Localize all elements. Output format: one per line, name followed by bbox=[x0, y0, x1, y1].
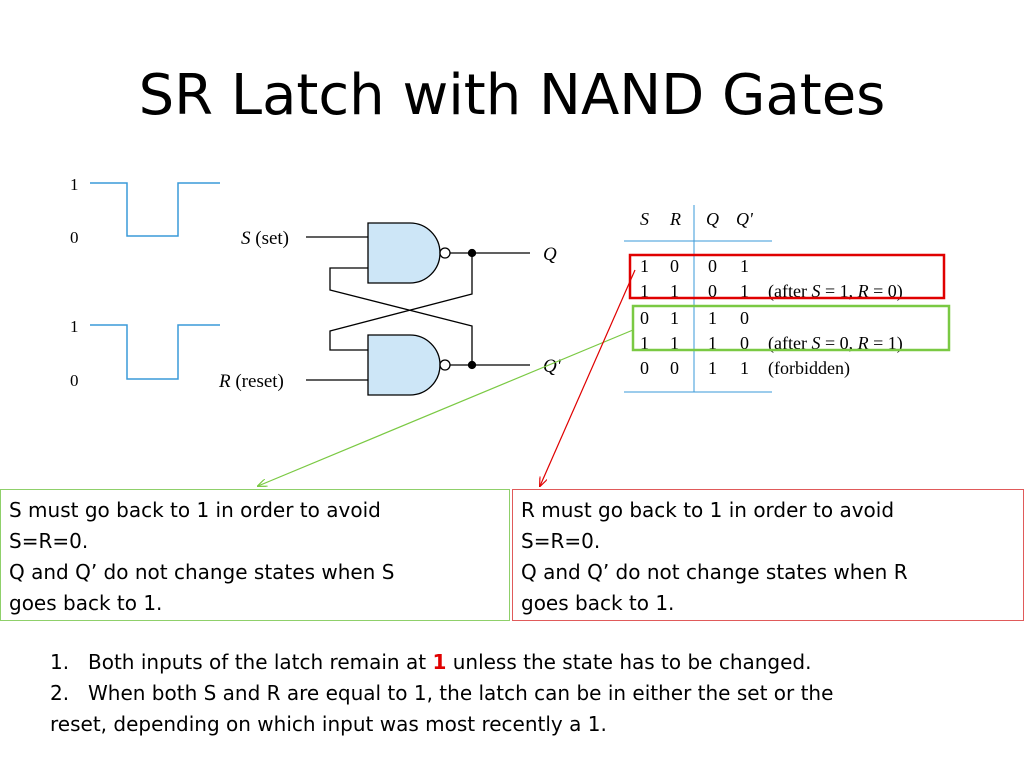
waveform-r-high-label: 1 bbox=[70, 317, 79, 336]
waveform-s: 1 0 bbox=[70, 175, 220, 247]
note-box-s: S must go back to 1 in order to avoid S=… bbox=[0, 489, 510, 621]
waveform-r: 1 0 bbox=[70, 317, 220, 390]
truth-table-header: S R Q Q' bbox=[640, 209, 754, 229]
header-s: S bbox=[640, 209, 649, 229]
waveform-r-line bbox=[90, 324, 220, 380]
note-line: S=R=0. bbox=[521, 529, 601, 553]
sr-latch-circuit: S (set) R (reset) Q Q' bbox=[218, 222, 562, 396]
feedback-q-to-bottom bbox=[329, 253, 473, 351]
nand-gate-top bbox=[367, 222, 441, 284]
cell-q-bar: 0 bbox=[740, 308, 749, 328]
cell-q: 0 bbox=[708, 281, 717, 301]
cell-q-bar: 0 bbox=[740, 333, 749, 353]
table-row: 1 0 0 1 bbox=[640, 256, 749, 276]
cell-q: 1 bbox=[708, 333, 717, 353]
list-item-continuation: reset, depending on which input was most… bbox=[50, 712, 607, 736]
highlight-box-green bbox=[631, 304, 951, 352]
list-item: 1. Both inputs of the latch remain at 1 u… bbox=[50, 647, 1020, 678]
list-emphasis: 1 bbox=[432, 650, 447, 674]
cell-q-bar: 1 bbox=[740, 358, 749, 378]
list-text: unless the state has to be changed. bbox=[446, 650, 812, 674]
list-item: 2. When both S and R are equal to 1, the … bbox=[50, 678, 1020, 709]
note-line: S must go back to 1 in order to avoid bbox=[9, 498, 381, 522]
q-output-label: Q bbox=[543, 244, 557, 265]
cell-q: 1 bbox=[708, 308, 717, 328]
note-line: Q and Q’ do not change states when R bbox=[521, 560, 908, 584]
cell-r: 1 bbox=[670, 308, 679, 328]
cell-s: 0 bbox=[640, 358, 649, 378]
list-number: 2. bbox=[50, 681, 70, 705]
arrow-red bbox=[540, 269, 636, 486]
cell-r: 0 bbox=[670, 256, 679, 276]
table-row: 0 1 1 0 bbox=[640, 308, 749, 328]
header-q-bar: Q' bbox=[736, 209, 754, 229]
note-line: goes back to 1. bbox=[9, 591, 163, 615]
truth-table: S R Q Q' 1 0 0 1 1 1 0 1 (after S = 1, R… bbox=[624, 205, 951, 393]
nand-gate-bottom-bubble bbox=[439, 359, 451, 371]
r-input-label: R (reset) bbox=[218, 371, 284, 392]
note-line: goes back to 1. bbox=[521, 591, 675, 615]
note-box-r: R must go back to 1 in order to avoid S=… bbox=[512, 489, 1024, 621]
waveform-s-high-label: 1 bbox=[70, 175, 79, 194]
s-input-label: S (set) bbox=[241, 228, 289, 249]
cell-s: 1 bbox=[640, 256, 649, 276]
list-text: When both S and R are equal to 1, the la… bbox=[88, 681, 834, 705]
feedback-qbar-to-top bbox=[329, 267, 473, 365]
cell-r: 0 bbox=[670, 358, 679, 378]
cell-q: 1 bbox=[708, 358, 717, 378]
list-number: 1. bbox=[50, 650, 70, 674]
cell-s: 1 bbox=[640, 281, 649, 301]
cell-s: 1 bbox=[640, 333, 649, 353]
cell-q-bar: 1 bbox=[740, 256, 749, 276]
header-r: R bbox=[669, 209, 681, 229]
waveform-s-low-label: 0 bbox=[70, 228, 79, 247]
table-row: 0 0 1 1 (forbidden) bbox=[640, 358, 850, 379]
header-q: Q bbox=[706, 209, 719, 229]
note-line: S=R=0. bbox=[9, 529, 89, 553]
row-note: (forbidden) bbox=[768, 358, 850, 379]
cell-r: 1 bbox=[670, 281, 679, 301]
note-line: Q and Q’ do not change states when S bbox=[9, 560, 395, 584]
cell-r: 1 bbox=[670, 333, 679, 353]
cell-q-bar: 1 bbox=[740, 281, 749, 301]
arrow-green bbox=[258, 329, 634, 486]
nand-gate-top-bubble bbox=[439, 247, 451, 259]
numbered-notes: 1. Both inputs of the latch remain at 1 u… bbox=[50, 647, 1020, 740]
nand-gate-bottom bbox=[367, 334, 441, 396]
cell-q: 0 bbox=[708, 256, 717, 276]
waveform-r-low-label: 0 bbox=[70, 371, 79, 390]
note-line: R must go back to 1 in order to avoid bbox=[521, 498, 895, 522]
waveform-s-line bbox=[90, 182, 220, 237]
slide-title: SR Latch with NAND Gates bbox=[138, 63, 886, 128]
highlight-box-red bbox=[628, 253, 946, 300]
list-text: Both inputs of the latch remain at bbox=[88, 650, 433, 674]
cell-s: 0 bbox=[640, 308, 649, 328]
